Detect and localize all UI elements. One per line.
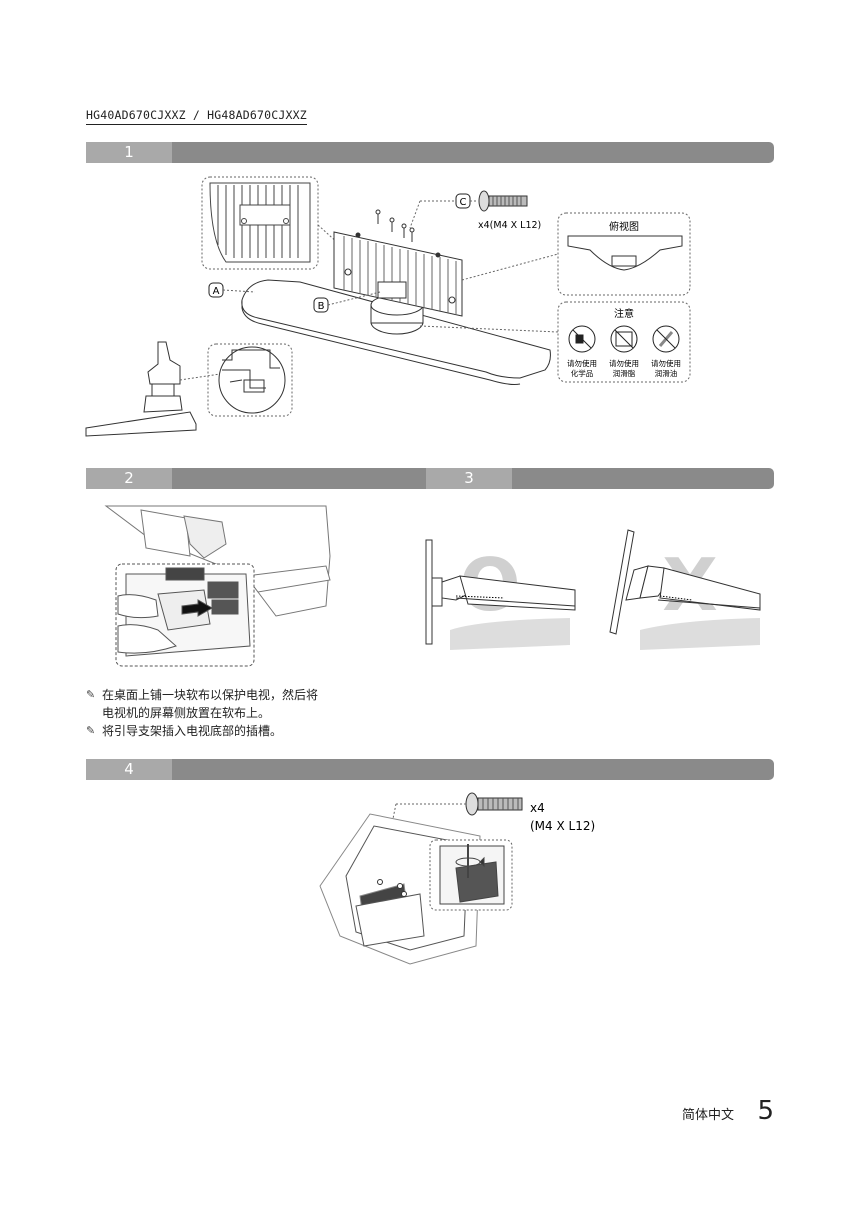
screw-icon — [478, 190, 528, 212]
step-2-3-bar: 2 3 — [86, 468, 774, 489]
step-3-illustration: O X — [425, 529, 761, 650]
step4-screw-qty: x4 — [530, 801, 545, 815]
caution-1-line1: 请勿使用 — [567, 358, 597, 368]
caution-2-line2: 润滑脂 — [613, 368, 636, 378]
screw-icon — [465, 792, 523, 816]
caution-3-line1: 请勿使用 — [651, 358, 681, 368]
step-1-illustration: C x4(M4 X L12) — [85, 176, 691, 437]
model-number: HG40AD670CJXXZ / HG48AD670CJXXZ — [86, 108, 307, 125]
stand-base-side — [85, 411, 197, 437]
top-view-label: 俯视图 — [609, 220, 639, 233]
caution-box — [557, 301, 691, 383]
caution-3-line2: 润滑油 — [655, 368, 678, 378]
incorrect-installation-figure: X — [609, 529, 761, 650]
pencil-icon: ✎ — [86, 688, 96, 701]
label-a: A — [213, 286, 220, 297]
note-item: ✎ 在桌面上铺一块软布以保护电视，然后将 电视机的屏幕侧放置在软布上。 — [86, 686, 318, 722]
screw-quantity: x4(M4 X L12) — [478, 220, 541, 231]
note-item: ✎ 将引导支架插入电视底部的插槽。 — [86, 722, 318, 740]
label-b: B — [318, 301, 325, 312]
note-text: 在桌面上铺一块软布以保护电视，然后将 电视机的屏幕侧放置在软布上。 — [102, 688, 319, 720]
notes-list: ✎ 在桌面上铺一块软布以保护电视，然后将 电视机的屏幕侧放置在软布上。 ✎ 将引… — [86, 686, 318, 740]
step-4-number: 4 — [86, 759, 172, 780]
step-1-bar: 1 — [86, 142, 774, 163]
step-3-number: 3 — [426, 468, 512, 489]
caution-2-line1: 请勿使用 — [609, 358, 639, 368]
correct-installation-figure: O — [425, 539, 576, 650]
pencil-icon: ✎ — [86, 724, 96, 737]
step4-screw-spec: (M4 X L12) — [530, 819, 595, 833]
caution-title: 注意 — [614, 307, 634, 320]
note-text: 将引导支架插入电视底部的插槽。 — [102, 724, 283, 738]
top-view-box — [557, 212, 691, 296]
step-2-illustration — [104, 505, 331, 667]
caution-1-line2: 化学品 — [571, 368, 594, 378]
page-number: 5 — [757, 1096, 774, 1126]
step-1-number: 1 — [86, 142, 172, 163]
footer-language: 简体中文 — [681, 1108, 734, 1123]
step-4-illustration: x4 (M4 X L12) — [319, 792, 595, 965]
step-2-number: 2 — [86, 468, 172, 489]
label-c: C — [460, 197, 467, 208]
step-4-bar: 4 — [86, 759, 774, 780]
